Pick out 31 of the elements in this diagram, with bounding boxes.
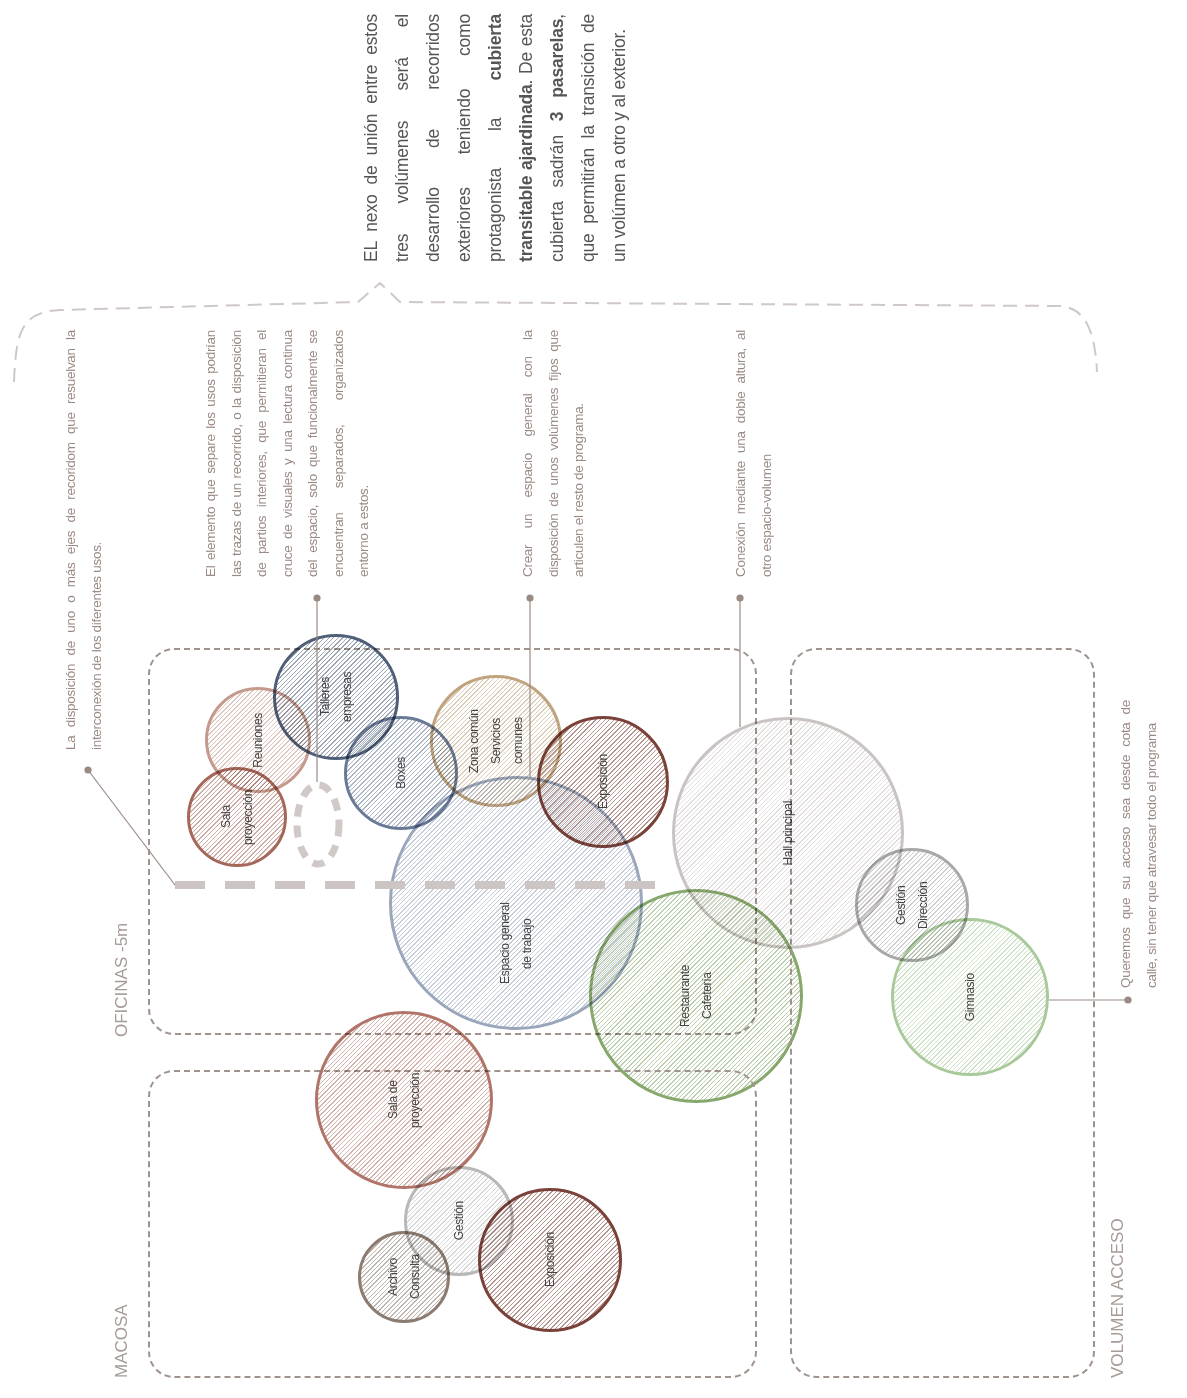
leader-line <box>84 766 176 886</box>
circle-label: Talleres empresas <box>317 670 355 725</box>
circle-label: Exposición <box>595 754 611 810</box>
note-text: La disposición de uno o más ejes de recoridom que resuelvan la interconexión de los diferentes usos. <box>58 330 110 750</box>
zone-label: MACOSA <box>112 1303 132 1378</box>
note-text: Crear un espacio general con la disposición de unos volúmenes fijos que articulen el resto de programa. <box>515 330 617 577</box>
leader-line <box>736 594 744 728</box>
zone-label: OFICINAS -5m <box>112 921 132 1037</box>
circle-label: Gestión Dirección <box>893 880 931 931</box>
hatched-circle <box>589 889 803 1103</box>
dashed-ellipse <box>293 781 343 868</box>
circle-label: Hall principal <box>780 800 796 866</box>
note-text: El elemento que separe los usos podrían las trazas de un recorrido, o la disposición de partios interiores, que permitieran el cruce de visuales y una lectura continua del espacio, solo que funcionalmente se encuentran separados, organizados entorno a estos. <box>198 330 454 577</box>
leader-line <box>526 594 534 778</box>
zone-label: VOLUMEN ACCESO <box>1108 1217 1128 1378</box>
circle-label: Boxes <box>393 757 409 789</box>
hatched-circle <box>672 717 904 949</box>
circle-label: Exposición <box>542 1232 558 1288</box>
circle-label: Sala proyección <box>218 788 256 847</box>
circle-label: Archivo Consulta <box>385 1253 423 1302</box>
circle-label: Restaurante Cafetería <box>677 963 715 1030</box>
circle-label: Sala de proyección <box>385 1071 423 1130</box>
circle-label: Gestión <box>451 1201 467 1241</box>
circle-label: Gimnasio <box>962 972 978 1022</box>
leader-line <box>1048 996 1132 1004</box>
leader-line <box>313 594 321 783</box>
circle-label: Reuniones <box>250 712 266 768</box>
circle-label: Zona común Servicios comunes <box>466 708 526 775</box>
note-text: Conexión mediante una doble altura, al otro espacio-volumen <box>728 330 780 577</box>
circle-label: Espacio general de trabajo <box>497 901 535 986</box>
note-text: Queremos que su acceso sea desde cota de calle, sin tener que atravesar todo el programa <box>1113 700 1187 988</box>
